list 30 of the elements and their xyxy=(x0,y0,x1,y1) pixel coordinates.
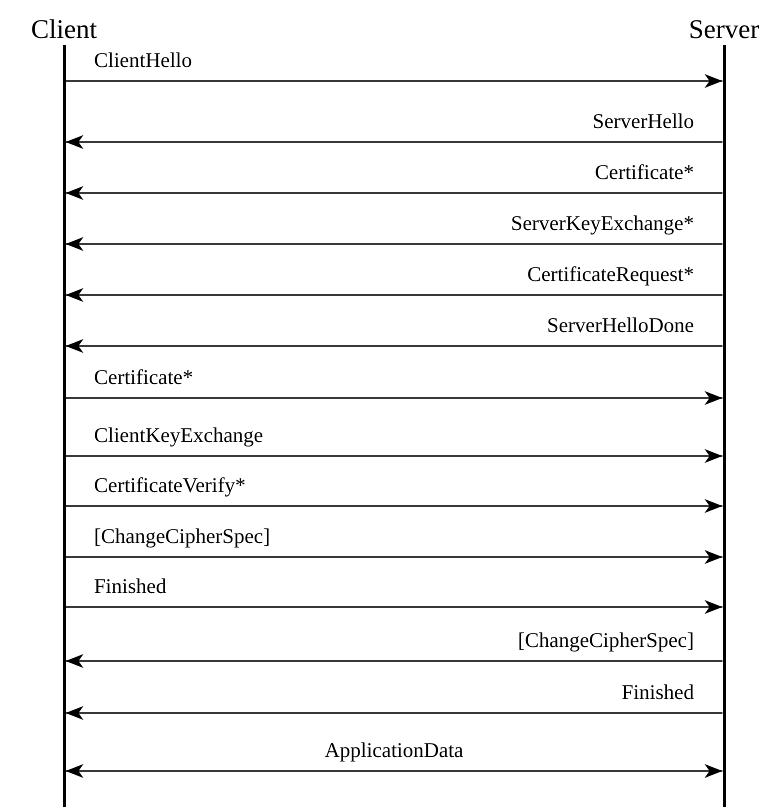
message-arrow xyxy=(66,391,722,405)
message-arrow xyxy=(66,706,722,720)
message-arrow xyxy=(66,339,722,353)
message-arrow xyxy=(66,135,722,149)
message-arrow xyxy=(66,74,722,88)
message-label: ClientKeyExchange xyxy=(94,425,264,446)
message-arrow xyxy=(66,654,722,668)
message-label: ServerKeyExchange* xyxy=(510,213,694,234)
message-label: Finished xyxy=(622,682,694,703)
message-label: ServerHelloDone xyxy=(547,315,694,336)
message-label: Certificate* xyxy=(94,367,194,388)
message-arrow xyxy=(66,237,722,251)
message-arrow xyxy=(66,449,722,463)
message-label: CertificateVerify* xyxy=(94,475,246,496)
message-label: [ChangeCipherSpec] xyxy=(94,526,270,547)
message-label: CertificateRequest* xyxy=(527,264,694,285)
message-arrow xyxy=(66,186,722,200)
message-label: ClientHello xyxy=(94,50,192,71)
participant-label: Client xyxy=(31,16,97,43)
message-label: ServerHello xyxy=(592,111,694,132)
message-label: ApplicationData xyxy=(324,740,464,761)
participant-label: Server xyxy=(688,16,760,43)
message-arrow xyxy=(66,550,722,564)
message-arrow xyxy=(66,600,722,614)
message-label: [ChangeCipherSpec] xyxy=(518,630,694,651)
message-label: Finished xyxy=(94,576,166,597)
message-arrow xyxy=(66,499,722,513)
message-arrow xyxy=(66,764,722,778)
message-label: Certificate* xyxy=(594,162,694,183)
message-arrow xyxy=(66,288,722,302)
